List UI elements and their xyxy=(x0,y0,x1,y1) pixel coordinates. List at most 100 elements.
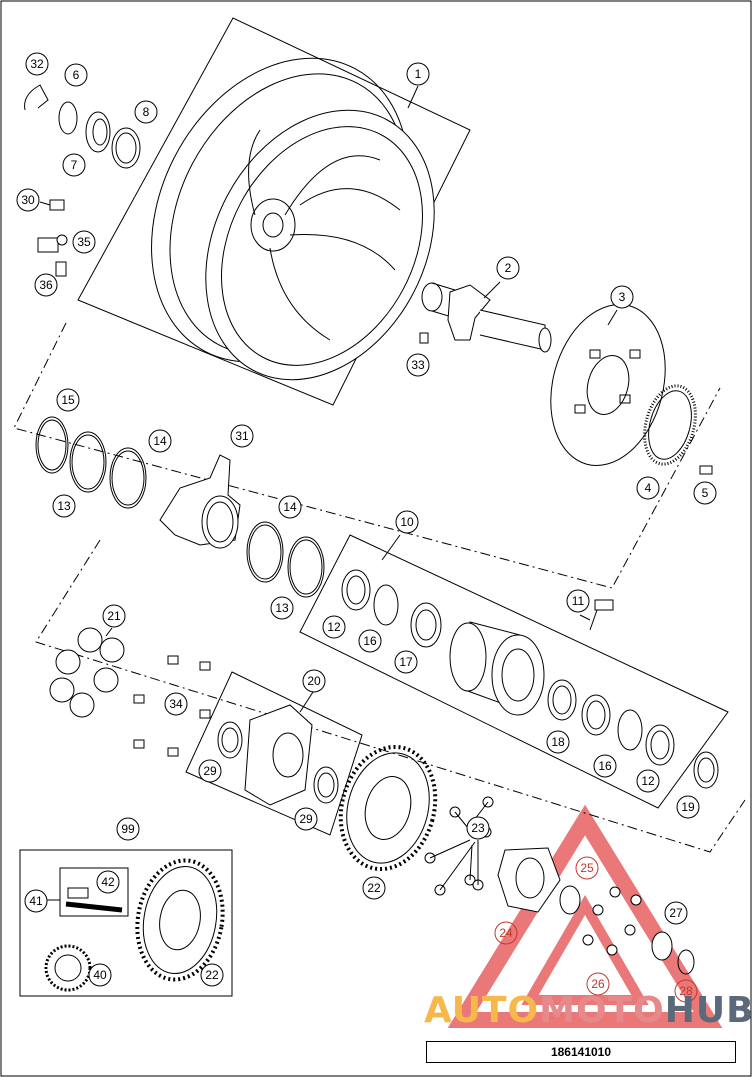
callout-41: 41 xyxy=(24,889,48,913)
callout-circle xyxy=(593,754,617,778)
callout-circle xyxy=(406,62,430,86)
callout-circle xyxy=(270,596,294,620)
callout-number: 15 xyxy=(61,393,75,407)
ring-14-left xyxy=(109,447,147,509)
callout-number: 11 xyxy=(572,594,585,608)
kit-99-frame xyxy=(19,849,233,997)
watermark-hub: HUB xyxy=(664,990,752,1031)
callout-22: 22 xyxy=(362,876,386,900)
callout-circle xyxy=(52,494,76,518)
callout-1: 1 xyxy=(406,62,430,86)
callout-circle xyxy=(362,876,386,900)
callout-number: 14 xyxy=(153,434,167,448)
callout-number: 35 xyxy=(77,235,91,249)
callout-circle xyxy=(575,856,599,880)
callout-number: 40 xyxy=(93,968,107,982)
bearing-18 xyxy=(547,679,577,721)
screw-5 xyxy=(699,465,713,475)
callout-number: 1 xyxy=(415,67,422,81)
callout-circle xyxy=(102,604,126,628)
callout-14: 14 xyxy=(278,495,302,519)
callout-14: 14 xyxy=(148,429,172,453)
callout-number: 31 xyxy=(235,429,249,443)
callout-33: 33 xyxy=(406,353,430,377)
callout-6: 6 xyxy=(64,63,88,87)
callout-8: 8 xyxy=(134,100,158,124)
callout-number: 36 xyxy=(39,278,53,292)
carrier-group-frame xyxy=(299,534,729,809)
sleeve-36 xyxy=(55,261,67,277)
front-sprocket-40 xyxy=(44,944,92,992)
callout-27: 27 xyxy=(664,901,688,925)
callout-3: 3 xyxy=(610,285,634,309)
bearing-12-right xyxy=(645,724,675,766)
callout-circle xyxy=(395,510,419,534)
callout-circle xyxy=(24,889,48,913)
callout-32: 32 xyxy=(25,52,49,76)
callout-number: 6 xyxy=(73,68,80,82)
callout-circle xyxy=(636,476,660,500)
callout-circle xyxy=(566,589,590,613)
callout-circle xyxy=(674,979,698,1003)
callout-number: 34 xyxy=(169,697,183,711)
callout-34: 34 xyxy=(164,692,188,716)
callout-30: 30 xyxy=(16,188,40,212)
screws-34 xyxy=(133,655,211,757)
sprocket-carrier-housing xyxy=(449,621,545,716)
callout-circle xyxy=(88,963,112,987)
callout-13: 13 xyxy=(270,596,294,620)
callout-11: 11 xyxy=(566,589,590,613)
damper-rubbers-21 xyxy=(49,627,125,718)
callout-number: 2 xyxy=(505,261,512,275)
callout-circle xyxy=(148,429,172,453)
callout-circle xyxy=(664,901,688,925)
bearing-29-right xyxy=(313,766,339,804)
callout-circle xyxy=(496,256,520,280)
callout-4: 4 xyxy=(636,476,660,500)
leader-lines xyxy=(46,85,618,901)
callout-number: 12 xyxy=(327,620,341,634)
callout-18: 18 xyxy=(546,730,570,754)
drawing-code-box: 186141010 xyxy=(426,1041,736,1063)
bolt-33 xyxy=(419,332,429,344)
callout-number: 21 xyxy=(107,609,121,623)
callout-2: 2 xyxy=(496,256,520,280)
callout-circle xyxy=(34,273,58,297)
callout-number: 29 xyxy=(203,764,217,778)
callout-number: 8 xyxy=(143,105,150,119)
callout-number: 20 xyxy=(307,674,321,688)
callout-circle xyxy=(322,615,346,639)
callout-24: 24 xyxy=(494,921,518,945)
wheel-group-frame xyxy=(77,17,471,406)
callout-25: 25 xyxy=(575,856,599,880)
callout-5: 5 xyxy=(693,481,717,505)
dashed-frame-damper-side xyxy=(35,539,746,853)
callout-number: 10 xyxy=(400,515,414,529)
ring-13-left xyxy=(69,431,107,493)
ring-6 xyxy=(58,101,78,135)
circlip-16-right xyxy=(617,709,643,751)
callout-circle xyxy=(16,188,40,212)
carrier-20-frame xyxy=(185,671,363,836)
washer-25 xyxy=(559,885,581,915)
callout-circle xyxy=(693,481,717,505)
callout-circle xyxy=(676,795,700,819)
callout-circle xyxy=(134,100,158,124)
watermark-moto: MOTO xyxy=(539,990,665,1031)
hub-adapter-24 xyxy=(497,847,561,913)
rear-wheel-rim xyxy=(151,57,435,381)
circlip-16-left xyxy=(373,584,399,626)
callout-circle xyxy=(56,388,80,412)
retaining-clip-32 xyxy=(24,84,49,111)
ring-14-right xyxy=(246,521,284,583)
hub-axle-2 xyxy=(421,282,552,353)
callout-number: 13 xyxy=(57,499,71,513)
callout-13: 13 xyxy=(52,494,76,518)
callout-31: 31 xyxy=(230,424,254,448)
callout-22: 22 xyxy=(200,963,224,987)
nuts-26 xyxy=(582,886,642,956)
nuts-23 xyxy=(424,796,494,896)
brake-disc-3 xyxy=(550,304,666,466)
callout-16: 16 xyxy=(358,629,382,653)
